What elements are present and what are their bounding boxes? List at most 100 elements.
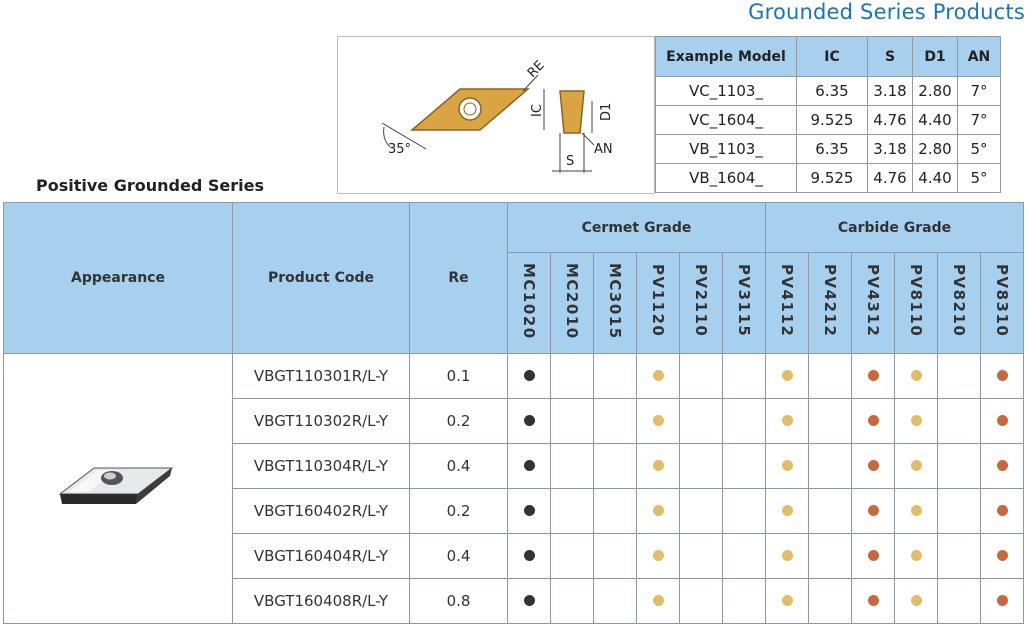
spec-cell: 5°	[957, 163, 1001, 193]
grade-name: PV4312	[864, 264, 882, 338]
availability-dot-icon	[910, 595, 922, 606]
grade-availability-cell	[722, 353, 766, 399]
availability-dot-icon	[652, 550, 664, 561]
insert-side-view	[559, 90, 585, 134]
availability-dot-icon	[867, 370, 879, 381]
grade-availability-cell	[894, 488, 938, 534]
grade-availability-cell	[851, 578, 895, 624]
grade-availability-cell	[980, 353, 1024, 399]
grade-col-header: MC3015	[593, 252, 637, 354]
grade-availability-cell	[808, 398, 852, 444]
grade-availability-cell	[765, 578, 809, 624]
spec-cell: 6.35	[796, 134, 868, 164]
availability-dot-icon	[523, 460, 535, 471]
grade-availability-cell	[937, 398, 981, 444]
grade-availability-cell	[894, 443, 938, 489]
product-code-cell: VBGT160404R/L-Y	[232, 533, 410, 579]
grade-availability-cell	[550, 353, 594, 399]
grade-col-header: PV2110	[679, 252, 723, 354]
spec-row: VC_1604_ 9.525 4.76 4.40 7°	[655, 105, 1001, 135]
grade-availability-cell	[507, 398, 551, 444]
series-title: Positive Grounded Series	[36, 176, 264, 195]
availability-dot-icon	[996, 595, 1008, 606]
spec-cell: 2.80	[912, 76, 958, 106]
grade-availability-cell	[808, 488, 852, 534]
spec-header-d1: D1	[912, 36, 958, 77]
grade-availability-cell	[679, 353, 723, 399]
re-cell: 0.1	[409, 353, 508, 399]
spec-cell: VC_1103_	[655, 76, 797, 106]
spec-header-s: S	[867, 36, 913, 77]
grade-availability-cell	[593, 578, 637, 624]
header-re: Re	[409, 202, 508, 354]
grade-name: MC1020	[520, 262, 538, 340]
insert-geometry-diagram: RE IC 35° S D1 AN	[337, 36, 655, 194]
header-carbide-grade: Carbide Grade	[765, 202, 1024, 253]
grade-col-header: PV8110	[894, 252, 938, 354]
grade-availability-cell	[765, 533, 809, 579]
product-code-cell: VBGT160408R/L-Y	[232, 578, 410, 624]
grade-availability-cell	[894, 533, 938, 579]
spec-cell: 4.76	[867, 105, 913, 135]
re-cell: 0.4	[409, 443, 508, 489]
re-label: RE	[525, 58, 548, 81]
grade-col-header: MC1020	[507, 252, 551, 354]
d1-label: D1	[599, 103, 614, 121]
availability-dot-icon	[910, 370, 922, 381]
grade-name: MC2010	[563, 262, 581, 340]
availability-dot-icon	[523, 505, 535, 516]
availability-dot-icon	[781, 550, 793, 561]
availability-dot-icon	[523, 370, 535, 381]
grade-availability-cell	[636, 533, 680, 579]
availability-dot-icon	[652, 370, 664, 381]
availability-dot-icon	[910, 550, 922, 561]
grade-availability-cell	[937, 488, 981, 534]
availability-dot-icon	[523, 415, 535, 426]
angle-reference-line	[381, 122, 427, 150]
s-label: S	[566, 154, 574, 169]
spec-cell: 4.40	[912, 163, 958, 193]
grade-availability-cell	[851, 443, 895, 489]
grade-availability-cell	[550, 578, 594, 624]
grade-availability-cell	[507, 443, 551, 489]
spec-row: VB_1604_ 9.525 4.76 4.40 5°	[655, 163, 1001, 193]
grade-name: PV8210	[950, 264, 968, 338]
grade-availability-cell	[937, 578, 981, 624]
availability-dot-icon	[781, 460, 793, 471]
grade-availability-cell	[894, 398, 938, 444]
spec-cell: 5°	[957, 134, 1001, 164]
grade-availability-cell	[636, 443, 680, 489]
grade-availability-cell	[593, 488, 637, 534]
grade-availability-cell	[937, 353, 981, 399]
grade-availability-cell	[593, 443, 637, 489]
spec-header-ic: IC	[796, 36, 868, 77]
grade-name: PV1120	[649, 264, 667, 338]
grade-availability-cell	[679, 398, 723, 444]
grade-col-header: PV8310	[980, 252, 1024, 354]
re-cell: 0.4	[409, 533, 508, 579]
grade-availability-cell	[636, 578, 680, 624]
availability-dot-icon	[867, 415, 879, 426]
grade-availability-cell	[980, 488, 1024, 534]
availability-dot-icon	[867, 460, 879, 471]
spec-cell: 7°	[957, 105, 1001, 135]
grade-availability-cell	[593, 353, 637, 399]
spec-cell: VB_1103_	[655, 134, 797, 164]
grade-availability-cell	[894, 353, 938, 399]
grade-col-header: PV8210	[937, 252, 981, 354]
insert-hole-inner	[463, 102, 477, 116]
grade-availability-cell	[679, 578, 723, 624]
grade-availability-cell	[937, 443, 981, 489]
page-title: Grounded Series Products	[748, 0, 1025, 24]
grade-availability-cell	[507, 578, 551, 624]
product-code-cell: VBGT110304R/L-Y	[232, 443, 410, 489]
spec-header-an: AN	[957, 36, 1001, 77]
grade-availability-cell	[851, 533, 895, 579]
spec-cell: 4.40	[912, 105, 958, 135]
grade-availability-cell	[722, 533, 766, 579]
grade-availability-cell	[636, 398, 680, 444]
